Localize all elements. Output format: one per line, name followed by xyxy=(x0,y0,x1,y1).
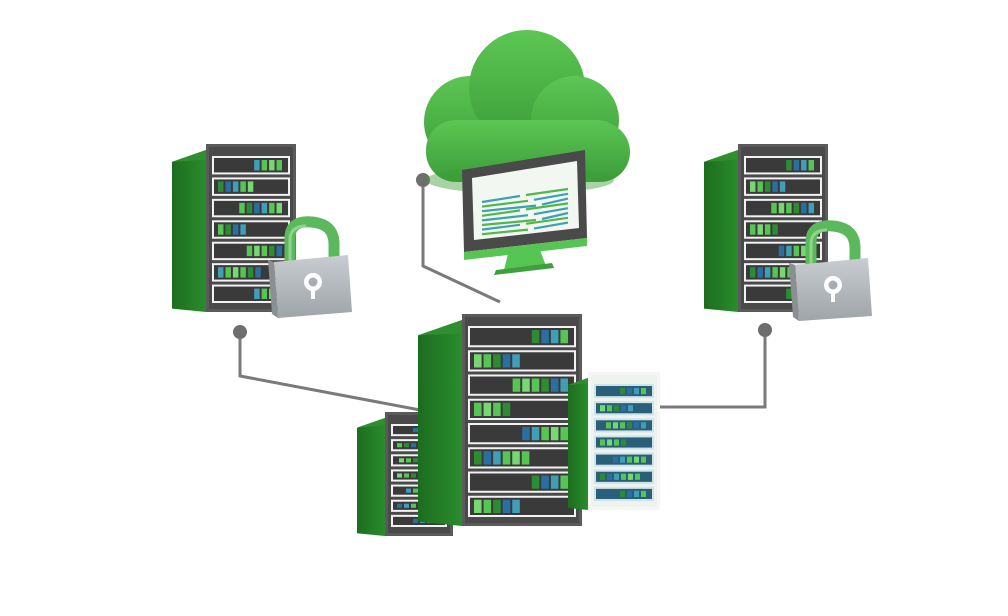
server-rack-icon xyxy=(172,144,296,312)
server-rack-icon xyxy=(568,372,660,510)
monitor-icon xyxy=(462,150,587,275)
wire-left-to-center xyxy=(238,332,421,412)
padlock-icon xyxy=(789,220,872,321)
wire-right-to-center xyxy=(660,330,767,409)
connection-node-icon xyxy=(758,323,772,337)
connection-node-icon xyxy=(233,325,247,339)
connection-node-icon xyxy=(416,173,430,187)
wire-cloud-to-center xyxy=(421,182,501,304)
connection-wires xyxy=(238,182,767,412)
padlock-icon xyxy=(268,216,352,318)
server-rack-icon xyxy=(418,314,582,526)
